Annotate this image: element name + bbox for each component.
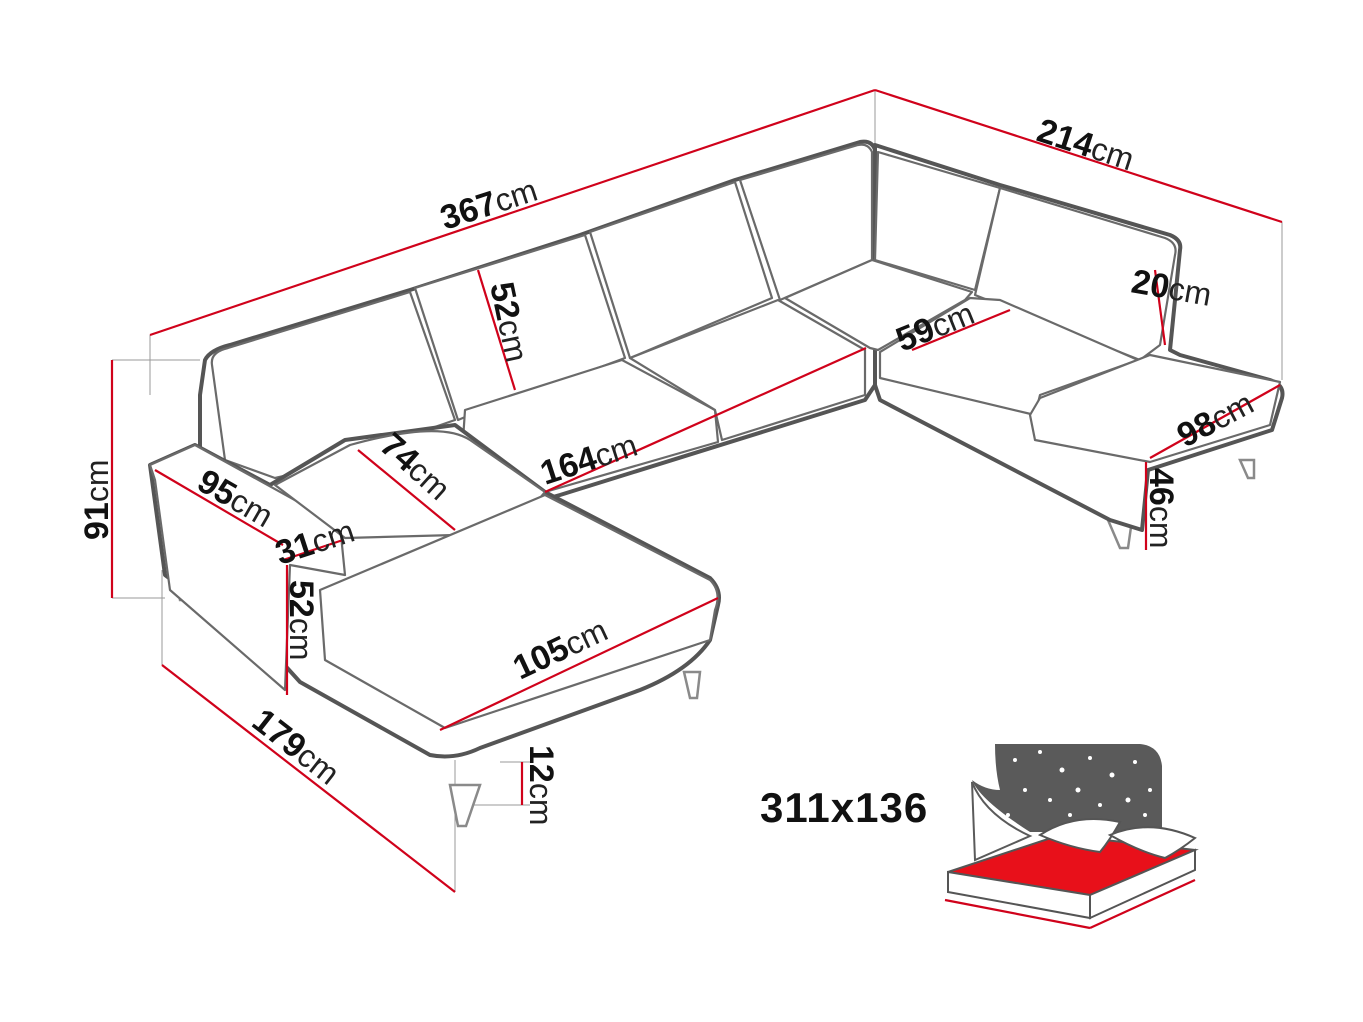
- back-cushion-4: [738, 143, 874, 302]
- dim-line-59: [911, 308, 1011, 352]
- label-52-arm: 52cm: [282, 580, 320, 660]
- label-52-back: 52cm: [482, 279, 536, 366]
- dim-line-105: [439, 597, 719, 731]
- chaise-armrest: [148, 443, 347, 692]
- extension-lines: [112, 90, 1283, 892]
- label-46: 46cm: [1142, 468, 1180, 548]
- label-91: 91cm: [78, 460, 116, 540]
- back-cushion-right: [973, 186, 1177, 362]
- moon-icon: [971, 781, 1033, 862]
- leg-chaise-back: [682, 670, 702, 700]
- dim-line-367: [149, 88, 876, 337]
- seat-cushion-right: [1028, 353, 1282, 464]
- dim-line-31: [282, 538, 344, 562]
- seat-cushion-corner-right: [878, 296, 1140, 417]
- sleeping-area: 311x136: [760, 744, 1199, 930]
- dim-line-52-back: [476, 269, 517, 391]
- label-20: 20cm: [1129, 262, 1215, 313]
- leg-chaise-front: [448, 783, 482, 828]
- label-214: 214cm: [1033, 111, 1139, 178]
- back-cushion-3: [588, 180, 774, 360]
- stars-icon: [1006, 750, 1152, 817]
- dim-line-20: [1153, 269, 1167, 346]
- night-sky-icon: [972, 744, 1162, 832]
- label-367: 367cm: [436, 171, 542, 238]
- dim-line-179: [161, 664, 456, 893]
- dim-line-95: [154, 469, 284, 546]
- dim-line-164: [544, 346, 867, 494]
- dim-line-98: [1149, 384, 1281, 459]
- label-179: 179cm: [245, 701, 347, 792]
- seat-cushion-2: [628, 298, 867, 442]
- dim-line-74: [357, 449, 456, 531]
- label-12: 12cm: [522, 745, 560, 825]
- dim-line-214: [874, 88, 1283, 224]
- pillow-icon-2: [1107, 826, 1197, 860]
- back-cushion-corner: [873, 150, 1002, 292]
- dimension-lines: [110, 88, 1283, 893]
- sleeping-area-size: 311x136: [760, 784, 928, 831]
- leg-right-back: [1238, 458, 1256, 480]
- sofa-drawing: [148, 139, 1285, 828]
